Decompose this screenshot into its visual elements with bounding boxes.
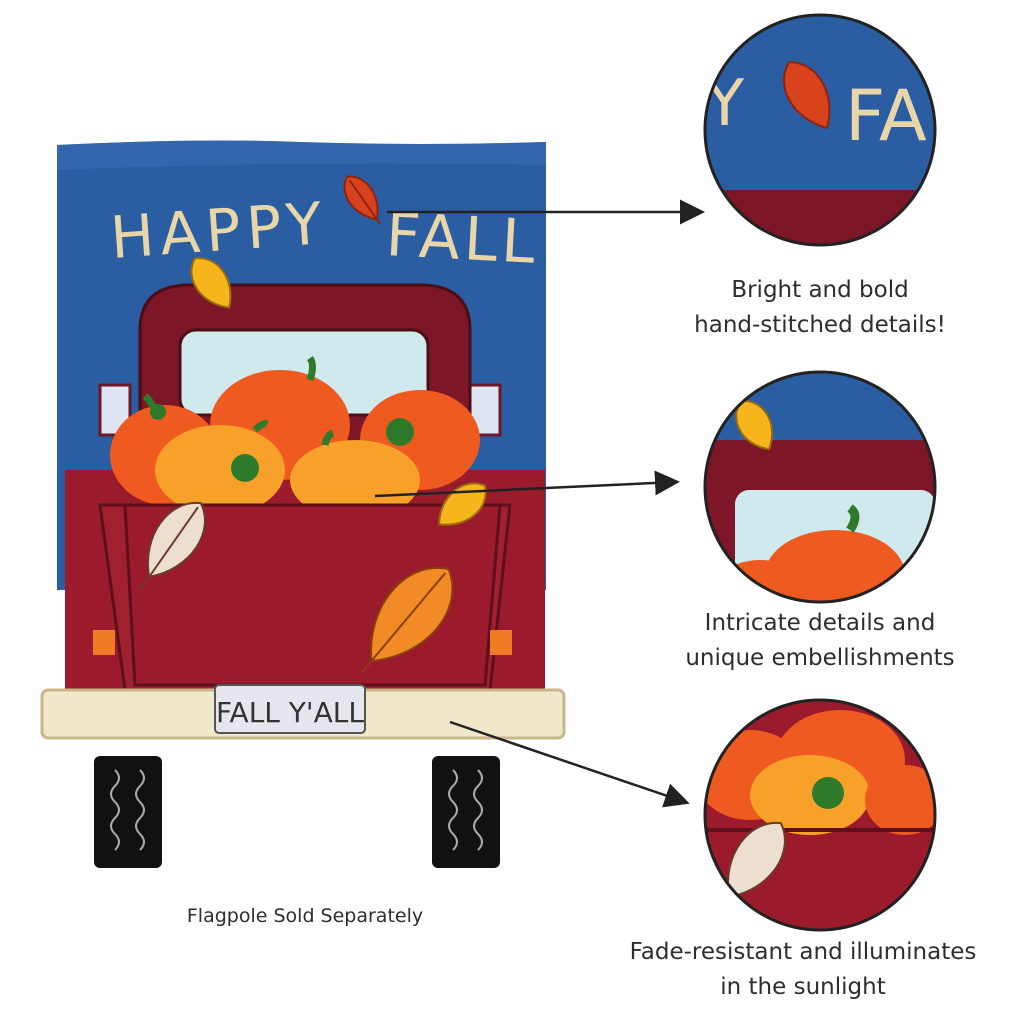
yellow-leaf-icon: [190, 257, 232, 309]
license-plate-text: FALL Y'ALL: [216, 696, 364, 729]
right-wheel: [432, 756, 500, 868]
orange-leaf-icon: [361, 566, 454, 674]
flag-headline-happy: HAPPY: [108, 189, 330, 272]
pumpkin-pile: [110, 355, 480, 520]
license-plate: [214, 684, 366, 734]
cream-leaf-icon: [139, 502, 206, 590]
garden-flag: HAPPY FALL: [40, 140, 566, 868]
flagpole-note: Flagpole Sold Separately: [186, 905, 424, 927]
callout-caption-2: Intricate details and unique embellishme…: [640, 606, 1000, 676]
callout-1-line-2: hand-stitched details!: [694, 312, 946, 338]
arrow-3: [449, 720, 690, 808]
callout-1-line-1: Bright and bold: [731, 277, 909, 303]
detail-circle-fade-resistant: [705, 700, 935, 930]
callout-3-line-1: Fade-resistant and illuminates: [629, 939, 977, 965]
left-wheel: [94, 756, 162, 868]
callout-caption-3: Fade-resistant and illuminates in the su…: [588, 935, 1018, 1005]
callout-3-line-2: in the sunlight: [720, 974, 886, 1000]
svg-text:FAL: FAL: [845, 75, 966, 157]
callout-2-line-2: unique embellishments: [685, 645, 955, 671]
arrow-2: [374, 470, 680, 498]
right-tail-light: [490, 630, 512, 655]
red-leaf-icon: [343, 175, 382, 225]
callout-caption-1: Bright and bold hand-stitched details!: [640, 273, 1000, 343]
yellow-leaf-icon-2: [437, 482, 487, 526]
callout-2-line-1: Intricate details and: [704, 610, 936, 636]
svg-text:Y: Y: [704, 67, 745, 141]
left-tail-light: [93, 630, 115, 655]
